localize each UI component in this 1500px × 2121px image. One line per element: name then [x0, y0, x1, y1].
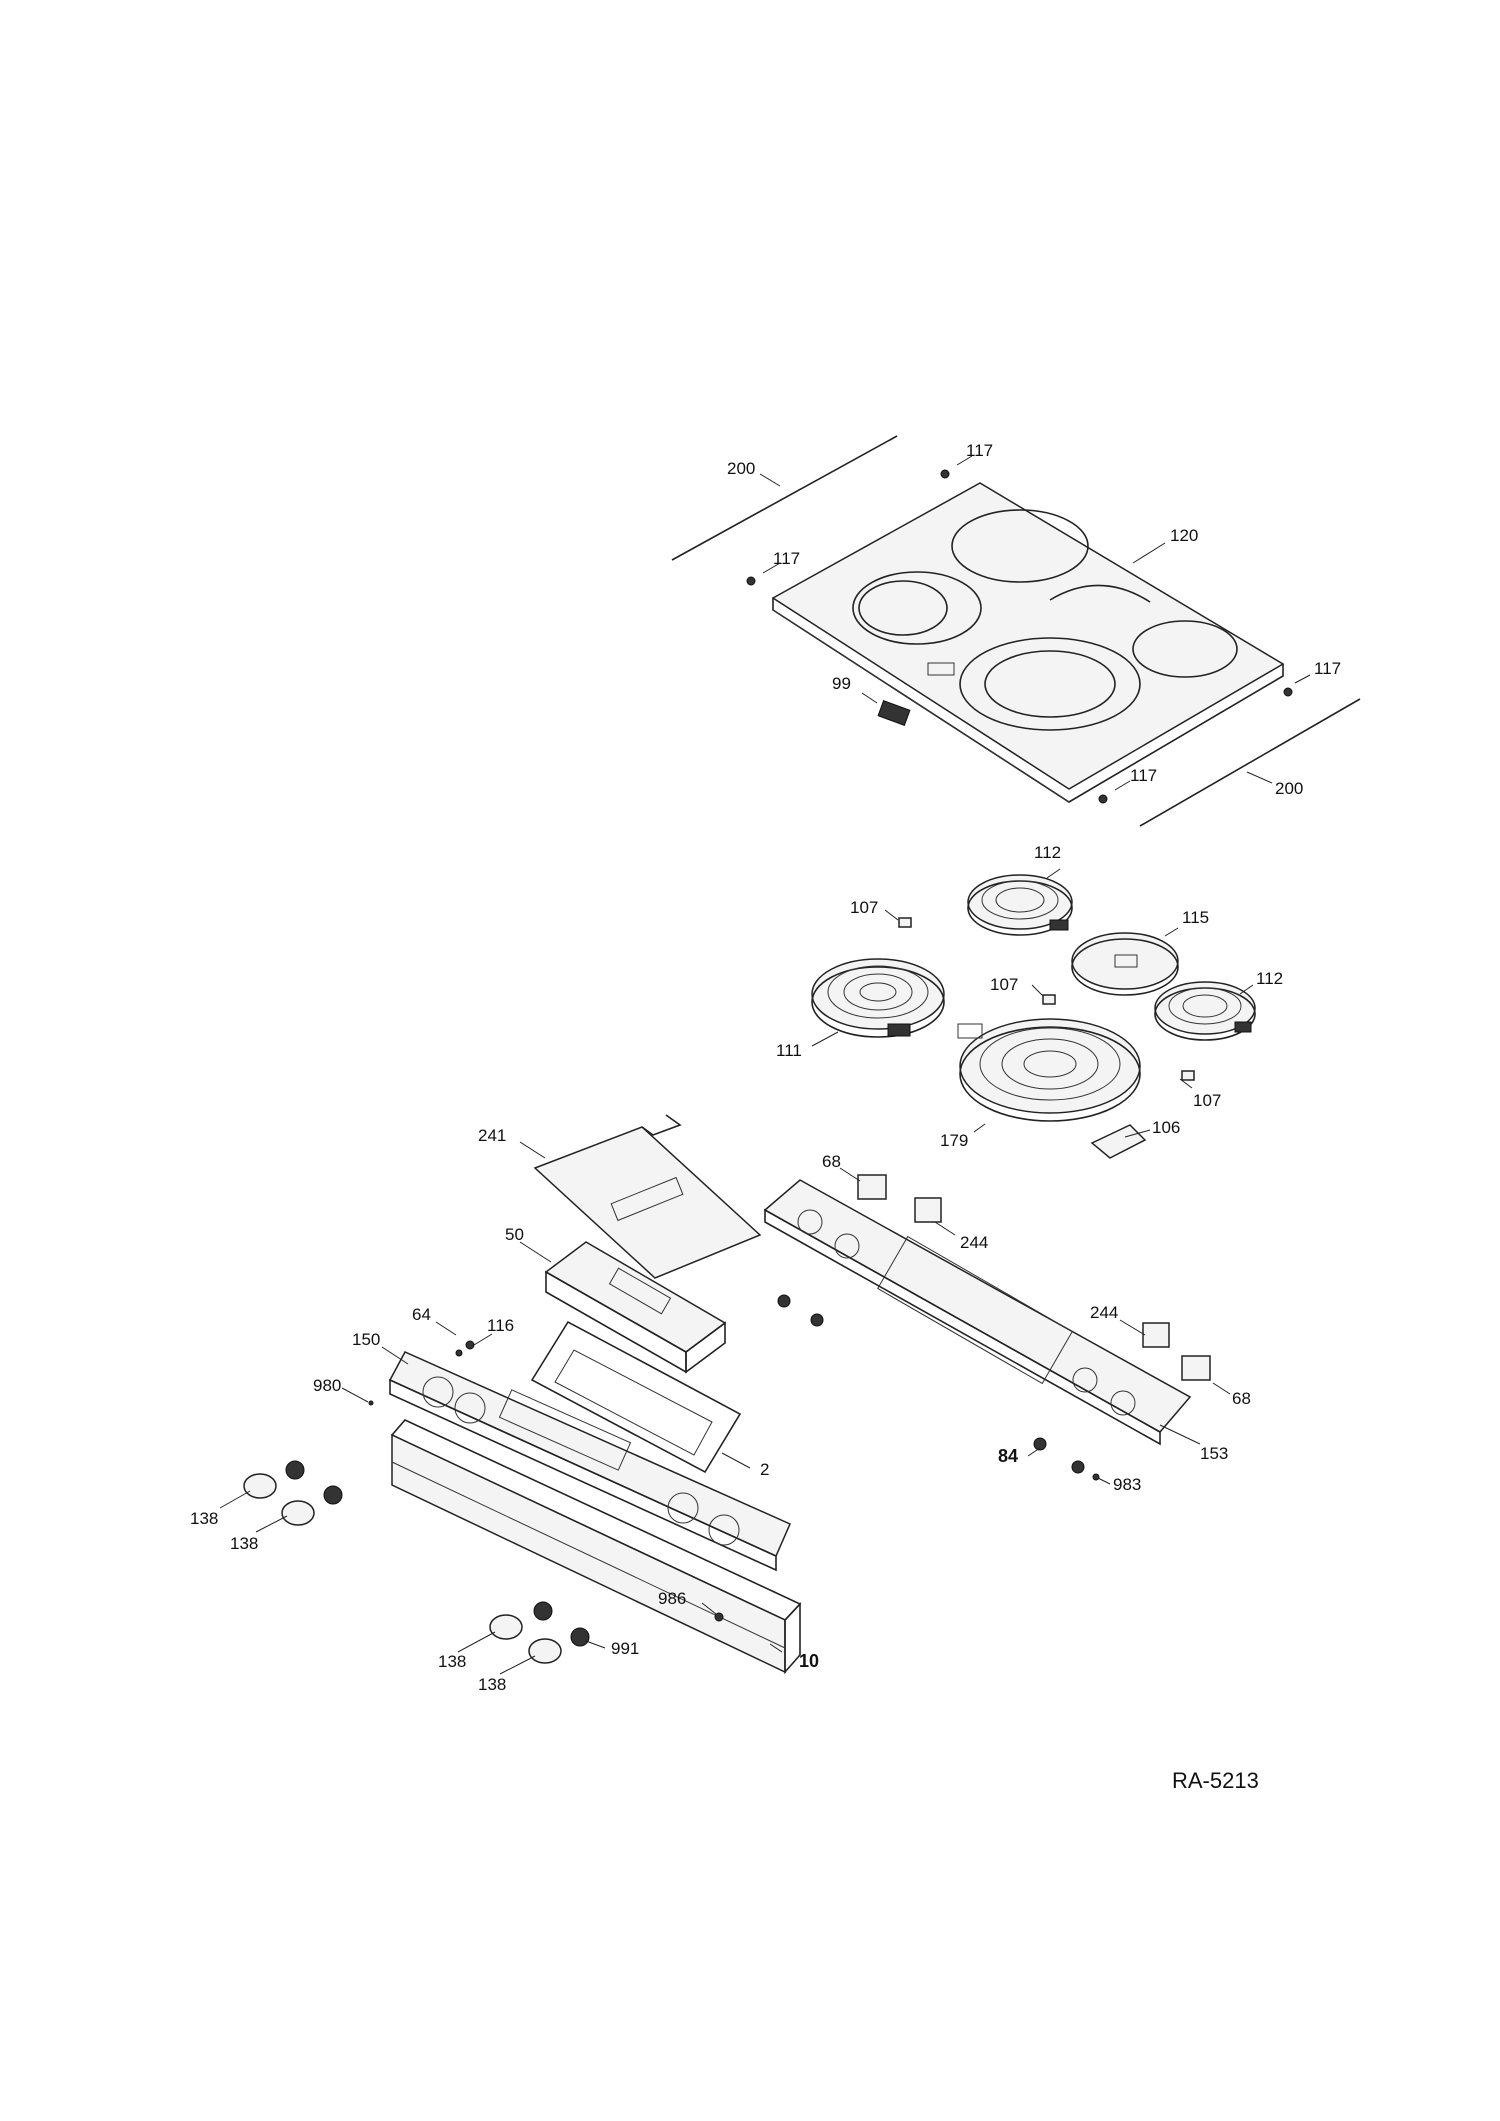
callout-980: 980 [313, 1376, 341, 1395]
callout-138-a: 138 [190, 1509, 218, 1528]
callout-107-c: 107 [1193, 1091, 1221, 1110]
callout-111: 111 [776, 1041, 802, 1060]
callout-10: 10 [799, 1651, 819, 1671]
callout-112-a: 112 [1034, 843, 1061, 862]
callout-112-b: 112 [1256, 969, 1283, 988]
diagram-reference-code: RA-5213 [1172, 1768, 1259, 1793]
callout-138-b: 138 [230, 1534, 258, 1553]
callout-50: 50 [505, 1225, 524, 1244]
callout-200-top: 200 [727, 459, 755, 478]
callout-107-a: 107 [850, 898, 878, 917]
callout-115: 115 [1182, 908, 1209, 927]
callout-106: 106 [1152, 1118, 1180, 1137]
callout-2: 2 [760, 1460, 769, 1479]
callout-117-b: 117 [773, 549, 800, 568]
control-overlay-part [530, 1114, 762, 1474]
callout-117-c: 117 [1314, 659, 1341, 678]
callout-68-b: 68 [1232, 1389, 1251, 1408]
callout-labels: 200 117 117 120 117 99 117 200 112 107 1… [190, 441, 1341, 1793]
callout-244-b: 244 [1090, 1303, 1118, 1322]
callout-117-a: 117 [966, 441, 993, 460]
callout-244-a: 244 [960, 1233, 988, 1252]
leader-lines [219, 455, 1311, 1675]
callout-150: 150 [352, 1330, 380, 1349]
callout-64: 64 [412, 1305, 431, 1324]
callout-138-c: 138 [438, 1652, 466, 1671]
callout-84: 84 [998, 1446, 1018, 1466]
callout-138-d: 138 [478, 1675, 506, 1694]
callout-200-bottom: 200 [1275, 779, 1303, 798]
cooktop-glass-part [671, 435, 1361, 827]
callout-986: 986 [658, 1589, 686, 1608]
callout-241: 241 [478, 1126, 506, 1145]
callout-116: 116 [487, 1316, 514, 1335]
maintop-panel-part [763, 1174, 1211, 1446]
callout-117-d: 117 [1130, 766, 1157, 785]
surface-elements-part [811, 874, 1256, 1159]
control-panel-part [388, 1351, 791, 1572]
callout-991: 991 [611, 1639, 639, 1658]
callout-68-a: 68 [822, 1152, 841, 1171]
callout-107-b: 107 [990, 975, 1018, 994]
callout-99: 99 [832, 674, 851, 693]
knobs-part [243, 1294, 1100, 1664]
callout-153: 153 [1200, 1444, 1228, 1463]
callout-120: 120 [1170, 526, 1198, 545]
callout-179: 179 [940, 1131, 968, 1150]
callout-983: 983 [1113, 1475, 1141, 1494]
